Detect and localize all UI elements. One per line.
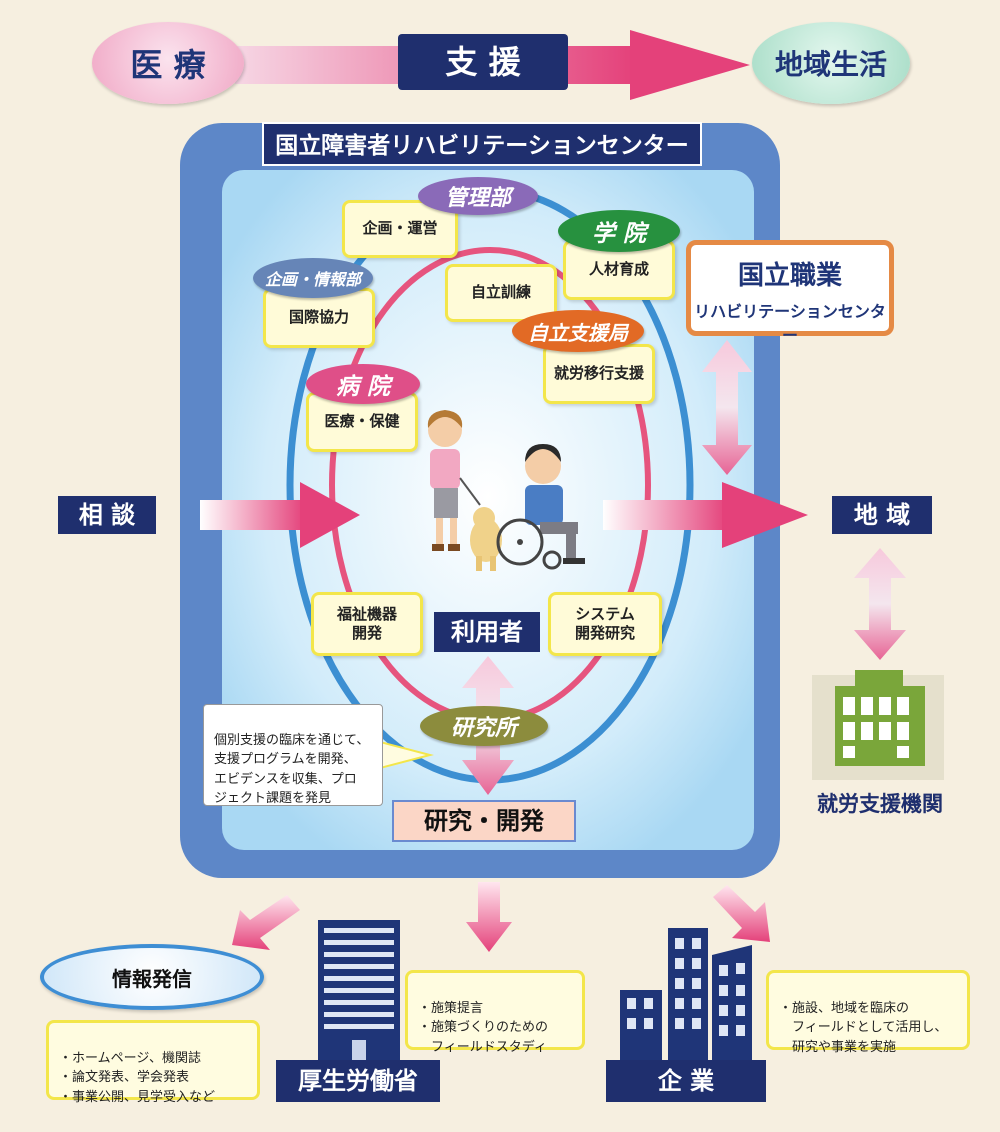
- consult-label-box: 相 談: [58, 496, 156, 534]
- clinical-note-text: 個別支援の臨床を通じて、 支援プログラムを開発、 エビデンスを収集、プロ ジェク…: [214, 732, 370, 807]
- ministry-label-box: 厚生労働省: [276, 1060, 440, 1102]
- dept-hospital-label: 病 院: [335, 374, 390, 400]
- dept-management-label: 管理部: [444, 186, 511, 211]
- info-items-box: ・ホームページ、機関誌 ・論文発表、学会発表 ・事業公開、見学受入など: [46, 1020, 260, 1105]
- top-medical-oval: 医 療: [92, 22, 244, 104]
- international-label: 国際協力: [288, 308, 349, 327]
- community-label: 地 域: [853, 501, 911, 529]
- vocational-center-line1: 国立職業: [737, 261, 842, 291]
- wheelchair-user-icon: [496, 444, 585, 570]
- enterprise-label-box: 企 業: [606, 1060, 766, 1102]
- employment-transition-box: 就労移行支援: [543, 344, 655, 404]
- dept-planning-info-label: 企画・情報部: [264, 270, 361, 289]
- vocational-center-line2: リハビリテーションセンター: [694, 302, 886, 345]
- hr-development-label: 人材育成: [588, 260, 649, 279]
- walking-person-icon: [427, 410, 481, 551]
- employment-agency-label: 就労支援機関: [817, 792, 943, 816]
- top-support-box: 支 援: [398, 34, 568, 90]
- enterprise-label: 企 業: [657, 1067, 715, 1095]
- ministry-building: [318, 920, 400, 1060]
- medical-health-box: 医療・保健: [306, 392, 418, 452]
- enterprise-buildings: [620, 928, 752, 1060]
- independence-training-label: 自立訓練: [470, 283, 531, 302]
- dept-college-pill: 学 院: [558, 210, 680, 252]
- info-title-label: 情報発信: [112, 966, 192, 991]
- down-arrow-ministry: [466, 882, 512, 952]
- system-research-label: システム 開発研究: [574, 604, 635, 643]
- dept-management-pill: 管理部: [418, 177, 538, 215]
- welfare-equipment-box: 福祉機器 開発: [311, 592, 423, 656]
- community-arrow: [603, 482, 808, 548]
- research-development-box: 研究・開発: [392, 800, 576, 842]
- ministry-items-text: ・施策提言 ・施策づくりのための フィールドスタディ: [418, 1000, 549, 1055]
- enterprise-items-text: ・施設、地域を臨床の フィールドとして活用し、 研究や事業を実施: [779, 1000, 948, 1055]
- vocational-link-arrow: [702, 340, 752, 475]
- system-research-box: システム 開発研究: [548, 592, 662, 656]
- dept-college-label: 学 院: [591, 221, 646, 247]
- consult-arrow: [200, 482, 360, 548]
- info-title-oval: 情報発信: [40, 944, 264, 1010]
- dept-research-pill: 研究所: [420, 706, 548, 746]
- welfare-equipment-label: 福祉機器 開発: [336, 604, 397, 643]
- employment-agency-building: [812, 670, 944, 780]
- top-community-oval: 地域生活: [752, 22, 910, 104]
- independence-training-box: 自立訓練: [445, 264, 557, 322]
- user-label: 利用者: [451, 618, 523, 646]
- research-development-label: 研究・開発: [424, 807, 544, 835]
- dept-hospital-pill: 病 院: [306, 364, 420, 404]
- center-title: 国立障害者リハビリテーションセンター: [262, 122, 702, 166]
- center-title-text: 国立障害者リハビリテーションセンター: [275, 133, 689, 159]
- ministry-items-box: ・施策提言 ・施策づくりのための フィールドスタディ: [405, 970, 585, 1055]
- enterprise-items-box: ・施設、地域を臨床の フィールドとして活用し、 研究や事業を実施: [766, 970, 970, 1055]
- dept-independence-label: 自立支援局: [528, 320, 628, 345]
- down-arrow-info: [232, 895, 300, 950]
- vocational-center-box: 国立職業 リハビリテーションセンター: [686, 240, 894, 345]
- top-support-label: 支 援: [445, 43, 521, 81]
- top-community-label: 地域生活: [774, 48, 887, 81]
- employment-transition-label: 就労移行支援: [553, 364, 644, 383]
- dept-research-label: 研究所: [450, 716, 517, 741]
- info-items-text: ・ホームページ、機関誌 ・論文発表、学会発表 ・事業公開、見学受入など: [59, 1050, 216, 1105]
- planning-management-label: 企画・運営: [362, 219, 438, 238]
- dept-planning-info-pill: 企画・情報部: [253, 258, 373, 298]
- top-medical-label: 医 療: [130, 46, 206, 84]
- ministry-label: 厚生労働省: [298, 1067, 418, 1095]
- community-label-box: 地 域: [832, 496, 932, 534]
- consult-label: 相 談: [78, 501, 136, 529]
- user-label-box: 利用者: [434, 612, 540, 652]
- down-arrow-enterprise: [713, 885, 770, 942]
- dept-independence-pill: 自立支援局: [512, 310, 644, 352]
- medical-health-label: 医療・保健: [324, 412, 400, 431]
- guide-dog-icon: [470, 507, 502, 571]
- user-illustration: [427, 410, 585, 571]
- agency-link-arrow: [854, 548, 906, 660]
- clinical-note: 個別支援の臨床を通じて、 支援プログラムを開発、 エビデンスを収集、プロ ジェク…: [203, 704, 383, 806]
